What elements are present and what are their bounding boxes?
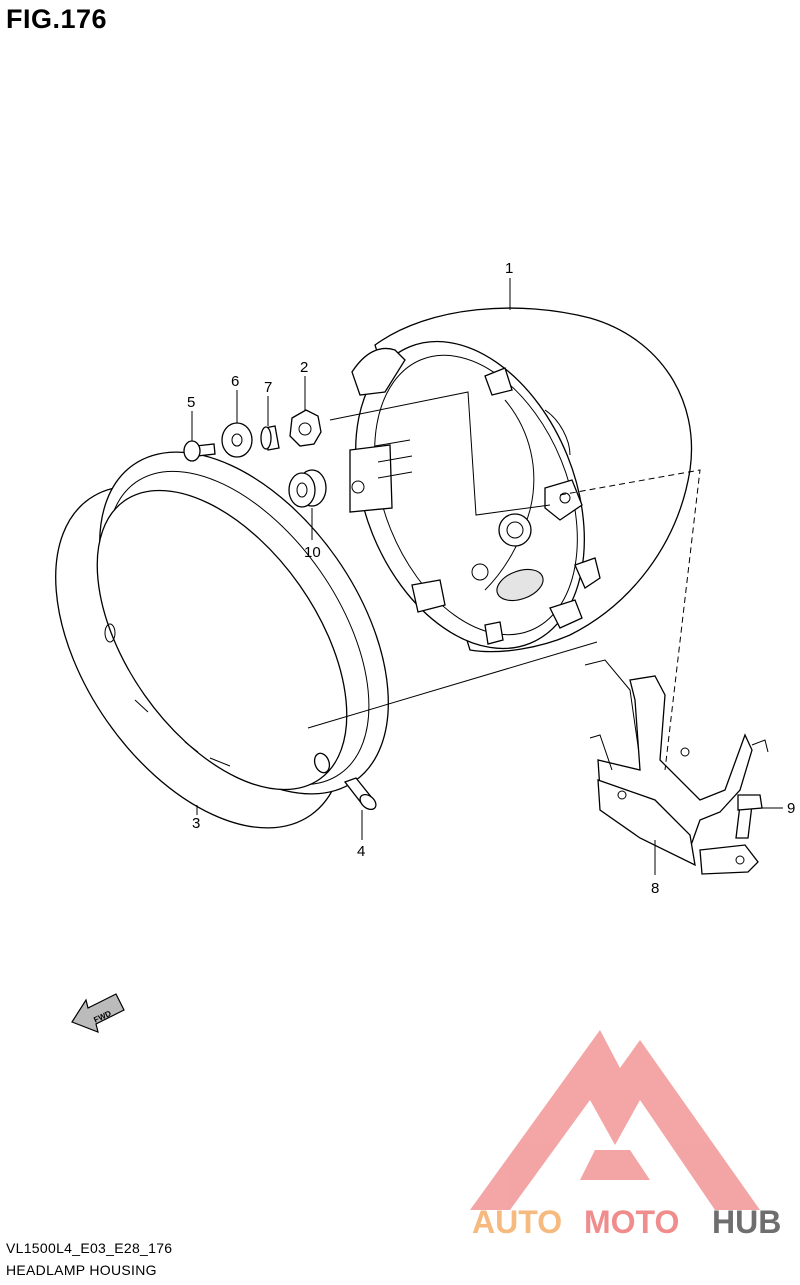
callout-10: 10	[304, 544, 321, 561]
watermark-logo	[470, 1030, 760, 1210]
part-10-grommet	[288, 469, 327, 508]
callout-7: 7	[264, 379, 272, 396]
watermark-text-hub: HUB	[712, 1204, 781, 1240]
callout-8: 8	[651, 880, 659, 897]
watermark-text-moto: MOTO	[584, 1204, 679, 1240]
callout-4: 4	[357, 843, 365, 860]
fwd-arrow-icon: FWD	[71, 993, 125, 1033]
part-9-bolt	[735, 794, 763, 839]
callout-5: 5	[187, 394, 195, 411]
callout-2: 2	[300, 359, 308, 376]
part-8-bracket	[584, 659, 769, 875]
callout-9: 9	[787, 800, 795, 817]
callout-3: 3	[192, 815, 200, 832]
part-4-screw	[343, 777, 377, 811]
figure-code: VL1500L4_E03_E28_176	[6, 1240, 173, 1256]
part-1-housing	[349, 307, 693, 653]
callout-labels: 1 2 3 4 5 6 7 8 9 10	[187, 260, 795, 897]
watermark-text-auto: AUTO	[472, 1204, 562, 1240]
callout-1: 1	[505, 260, 513, 277]
part-6-washer	[221, 422, 253, 458]
assembly-lines	[191, 278, 783, 875]
part-2-nut	[289, 409, 322, 447]
figure-title: FIG.176	[6, 4, 108, 34]
callout-6: 6	[231, 373, 239, 390]
part-3-rim	[55, 451, 389, 829]
figure-name: HEADLAMP HOUSING	[6, 1262, 157, 1278]
part-7-collar	[260, 425, 280, 451]
